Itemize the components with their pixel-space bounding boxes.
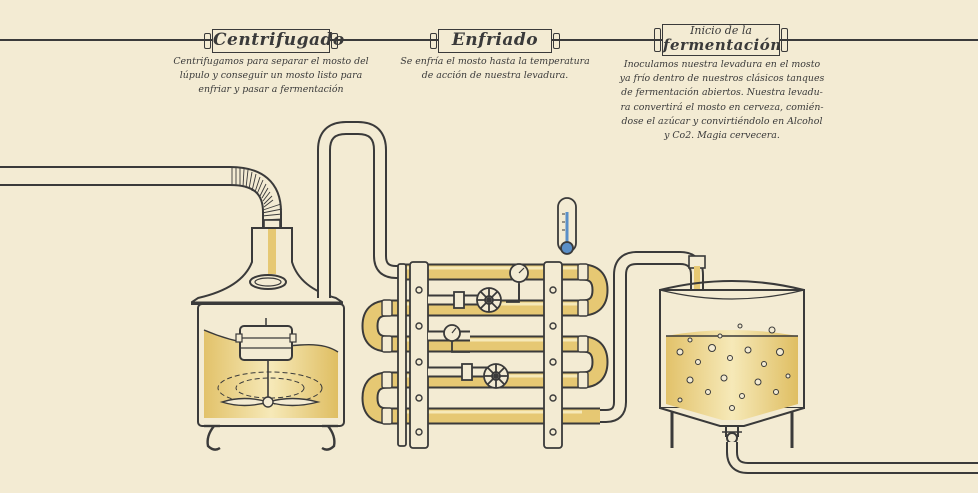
text-line: ya frío dentro de nuestros clásicos tanq… (619, 73, 825, 85)
text-line: de acción de nuestra levadura. (421, 70, 569, 82)
fermentation-tank (659, 280, 805, 448)
step-title: Enfriado (451, 30, 539, 50)
banner-fermentacion: Inicio de la fermentación (654, 24, 788, 56)
text-line: enfriar y pasar a fermentación (198, 84, 344, 96)
text-line: y Co2. Magia cervecera. (664, 130, 780, 142)
text-line: ra convertirá el mosto en cerveza, comié… (620, 101, 824, 113)
heat-exchanger (361, 261, 609, 449)
text-line: Inoculamos nuestra levadura en el mosto (623, 59, 821, 70)
valve-wheel (453, 287, 502, 313)
text-line: lúpulo y conseguir un mosto listo para (179, 70, 363, 82)
step-title: fermentación (663, 36, 782, 54)
step-description-enfriado: Se enfría el mosto hasta la temperatura … (394, 55, 596, 83)
step-description-fermentacion: Inoculamos nuestra levadura en el mosto … (618, 58, 826, 143)
thermometer (557, 197, 577, 255)
step-title: Centrifugado (213, 30, 345, 50)
banner-enfriado: Enfriado (430, 29, 560, 53)
valve-wheel (461, 363, 509, 389)
text-line: Se enfría el mosto hasta la temperatura (400, 56, 590, 67)
text-line: Centrifugamos para separar el mosto del (173, 56, 369, 67)
text-line: dose el azúcar y convirtiéndolo en Alcoh… (621, 115, 823, 127)
text-line: de fermentación abiertos. Nuestra levadu… (621, 87, 823, 99)
banner-centrifugado: Centrifugado (204, 29, 345, 53)
pressure-gauge (506, 263, 529, 303)
step-subtitle: Inicio de la (690, 24, 752, 37)
transfer-pipe-1 (317, 121, 404, 298)
step-description-centrifugado: Centrifugamos para separar el mosto del … (168, 55, 374, 98)
outlet-hose (726, 442, 978, 474)
pressure-gauge (443, 324, 470, 353)
centrifuge-tank (191, 227, 345, 451)
input-hose (0, 166, 283, 231)
